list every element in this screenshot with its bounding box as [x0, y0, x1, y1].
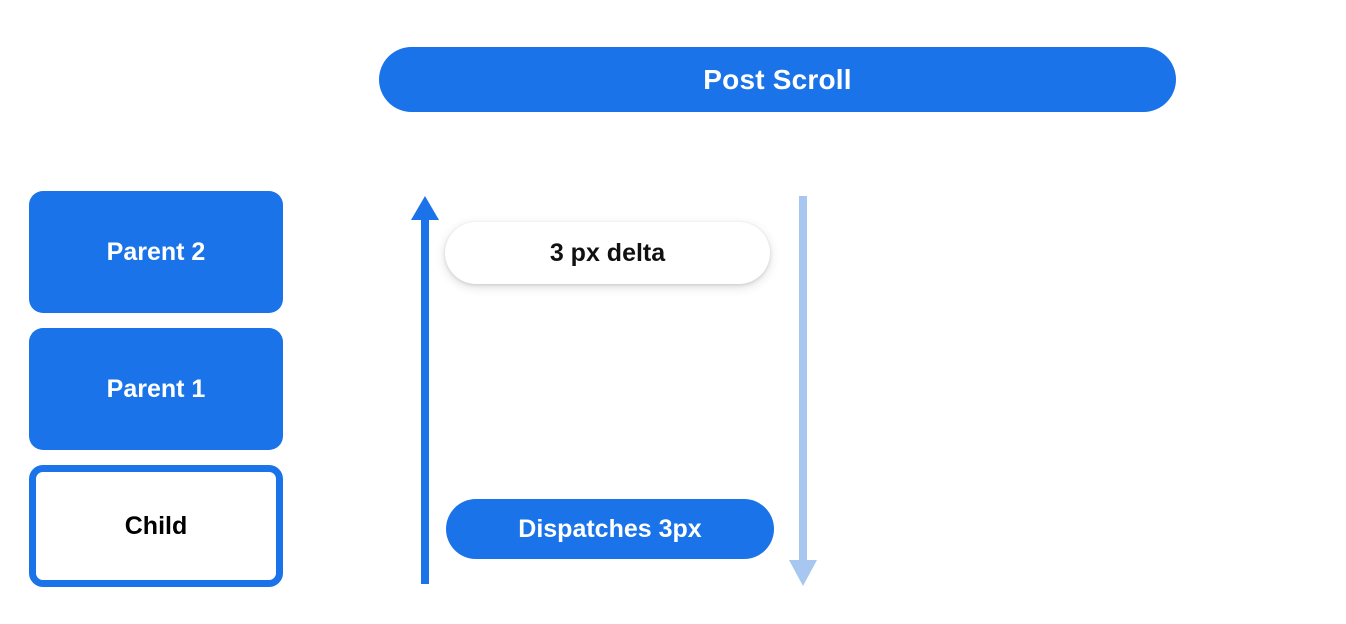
delta-badge-label: 3 px delta — [549, 238, 666, 267]
dispatch-badge-label: Dispatches 3px — [518, 514, 702, 543]
delta-badge: 3 px delta — [445, 222, 770, 284]
node-child-label: Child — [124, 511, 188, 540]
arrow-down-icon — [786, 194, 820, 593]
dispatch-badge: Dispatches 3px — [446, 499, 774, 559]
node-stack: Parent 2 Parent 1 Child — [29, 191, 283, 587]
node-parent-2[interactable]: Parent 2 — [29, 191, 283, 313]
node-child[interactable]: Child — [29, 465, 283, 587]
page-title: Post Scroll — [703, 63, 852, 95]
page-title-banner: Post Scroll — [379, 47, 1176, 112]
arrow-up-icon — [408, 194, 442, 591]
node-parent-1-label: Parent 1 — [106, 374, 206, 403]
node-parent-2-label: Parent 2 — [106, 237, 206, 266]
node-parent-1[interactable]: Parent 1 — [29, 328, 283, 450]
